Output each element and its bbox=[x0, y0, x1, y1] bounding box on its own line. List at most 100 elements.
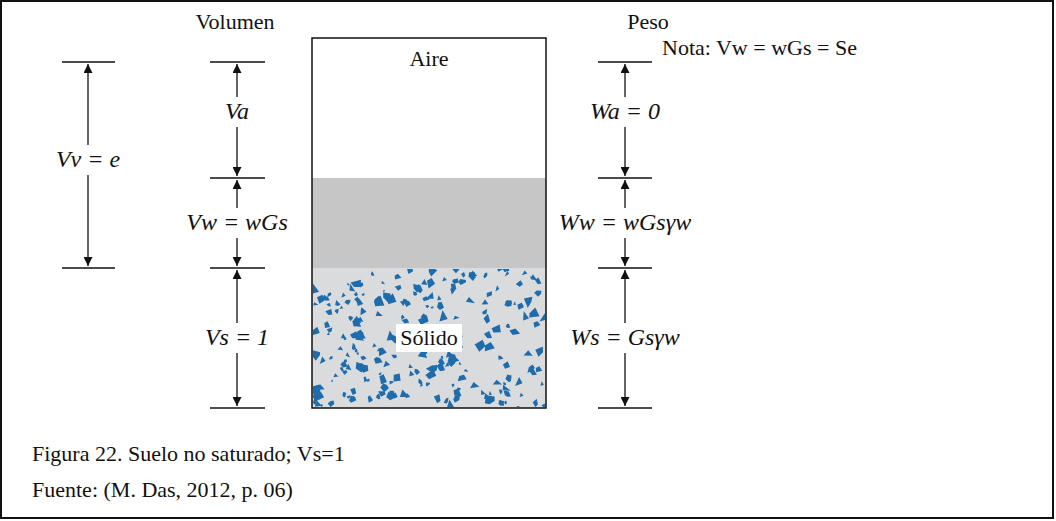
soil-grain bbox=[403, 298, 409, 304]
soil-grain bbox=[439, 310, 447, 321]
soil-grain bbox=[380, 383, 389, 392]
soil-grain bbox=[499, 390, 503, 395]
soil-grain bbox=[404, 394, 410, 398]
solid-phase-region: Sólido bbox=[312, 268, 546, 408]
column-heading: Volumen bbox=[195, 9, 274, 34]
soil-grain bbox=[313, 302, 318, 305]
soil-grain bbox=[326, 303, 331, 307]
soil-grain bbox=[407, 269, 413, 274]
soil-grain bbox=[390, 381, 394, 385]
soil-grain bbox=[344, 300, 350, 305]
soil-grain bbox=[317, 384, 325, 389]
soil-grain bbox=[352, 343, 356, 350]
soil-grain bbox=[346, 364, 352, 371]
soil-grain bbox=[536, 366, 542, 372]
soil-grain bbox=[497, 269, 504, 272]
soil-grain bbox=[331, 379, 333, 382]
soil-grain bbox=[505, 271, 509, 277]
soil-grain bbox=[379, 374, 386, 384]
dimension-label: Wa = 0 bbox=[586, 97, 664, 127]
soil-grain bbox=[413, 284, 420, 293]
soil-grain bbox=[393, 392, 398, 398]
soil-grain bbox=[498, 355, 503, 359]
soil-grain bbox=[372, 343, 376, 347]
soil-grain bbox=[437, 295, 441, 300]
soil-grain bbox=[354, 292, 358, 297]
soil-grain bbox=[347, 283, 350, 286]
soil-grain bbox=[356, 352, 358, 355]
soil-grain bbox=[350, 331, 357, 338]
solid-phase bbox=[312, 268, 546, 408]
soil-grain bbox=[523, 311, 529, 320]
soil-grain bbox=[517, 303, 523, 310]
soil-grain bbox=[493, 380, 502, 385]
soil-grain bbox=[409, 364, 413, 368]
dimension-label: Va bbox=[221, 97, 253, 127]
soil-grain bbox=[351, 280, 361, 287]
soil-grain bbox=[395, 285, 402, 291]
soil-grain bbox=[379, 348, 387, 357]
soil-grain bbox=[333, 373, 338, 377]
soil-grain bbox=[362, 293, 365, 296]
soil-grain bbox=[361, 364, 368, 372]
soil-grain bbox=[453, 316, 459, 320]
soil-grain bbox=[335, 300, 341, 306]
soil-grain bbox=[533, 321, 540, 327]
soil-grain bbox=[350, 388, 356, 395]
soil-grain bbox=[337, 346, 343, 350]
soil-grain bbox=[459, 362, 462, 365]
soil-grain bbox=[401, 314, 405, 319]
soil-grain bbox=[421, 279, 427, 285]
soil-grain bbox=[505, 300, 512, 305]
soil-grain bbox=[535, 277, 541, 284]
soil-grain bbox=[454, 388, 462, 396]
dimension-label: Vs = 1 bbox=[201, 323, 273, 353]
soil-grain bbox=[438, 358, 445, 365]
soil-grain bbox=[400, 389, 409, 397]
soil-grain bbox=[374, 357, 383, 364]
soil-grain bbox=[505, 375, 511, 383]
dimension-arrows bbox=[88, 64, 625, 406]
soil-grain bbox=[320, 356, 326, 364]
soil-grains bbox=[313, 269, 545, 407]
soil-grain bbox=[533, 399, 538, 407]
soil-grain bbox=[346, 352, 350, 357]
soil-grain bbox=[340, 362, 347, 368]
soil-grain bbox=[539, 313, 545, 321]
container-outline bbox=[312, 38, 546, 408]
soil-grain bbox=[348, 316, 353, 321]
soil-grain bbox=[335, 309, 339, 314]
soil-grain bbox=[341, 333, 346, 338]
soil-grain bbox=[342, 370, 347, 375]
soil-grain bbox=[534, 291, 541, 297]
dimension-label: Ww = wGsγw bbox=[555, 208, 695, 238]
soil-grain bbox=[529, 369, 537, 376]
soil-grain bbox=[349, 396, 356, 403]
soil-grain bbox=[451, 283, 457, 290]
soil-grain bbox=[426, 383, 430, 387]
soil-grain bbox=[394, 373, 401, 381]
soil-grain bbox=[471, 270, 478, 276]
soil-grain bbox=[374, 296, 385, 307]
soil-grain bbox=[317, 295, 325, 304]
soil-grain bbox=[355, 349, 358, 353]
soil-grain bbox=[368, 395, 371, 398]
soil-grain bbox=[329, 356, 333, 359]
soil-grain bbox=[437, 302, 444, 310]
figure-caption: Figura 22. Suelo no saturado; Vs=1 bbox=[32, 441, 345, 466]
soil-grain bbox=[442, 277, 447, 281]
soil-grain bbox=[503, 269, 510, 272]
soil-grain bbox=[361, 307, 367, 315]
soil-grain bbox=[426, 365, 437, 373]
soil-grain bbox=[325, 309, 332, 315]
soil-grain bbox=[313, 327, 320, 335]
soil-grain bbox=[452, 269, 459, 273]
soil-grain bbox=[485, 342, 495, 351]
soil-grain bbox=[358, 332, 365, 340]
soil-grain bbox=[324, 321, 330, 328]
soil-grain bbox=[540, 381, 543, 386]
soil-grain bbox=[313, 284, 319, 294]
soil-grain bbox=[371, 271, 375, 275]
soil-grain bbox=[420, 383, 423, 386]
